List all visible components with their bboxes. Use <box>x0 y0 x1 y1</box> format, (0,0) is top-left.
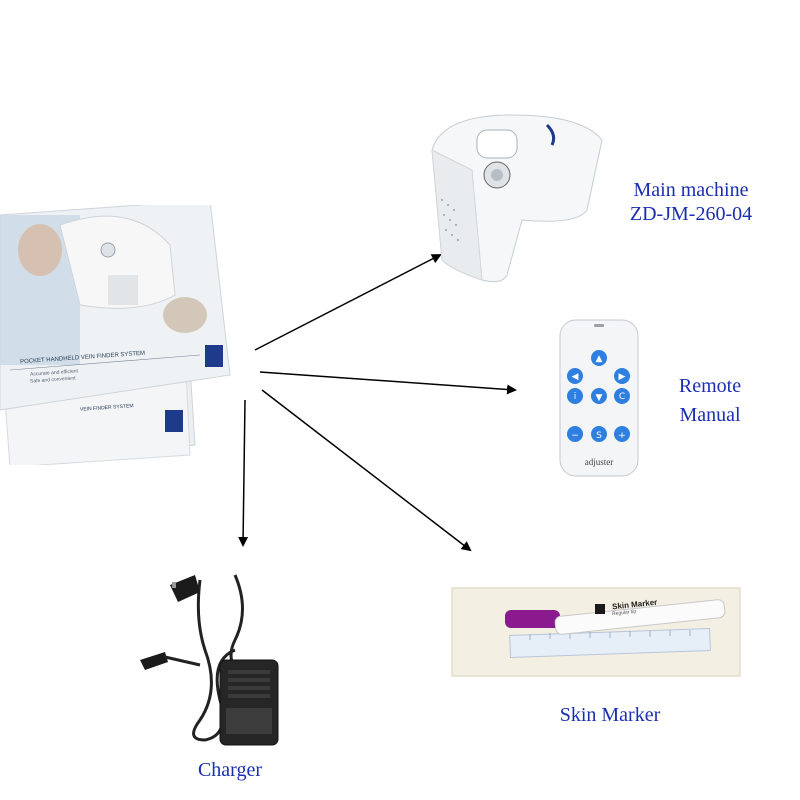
remote-label: Remote Manual <box>660 372 760 430</box>
remote-image: ▲ ◀ ▼ ▶ i C − S + adjuster <box>558 318 640 478</box>
remote-btn-up-icon: ▲ <box>596 354 603 364</box>
remote-btn-left-icon: ◀ <box>572 372 579 382</box>
remote-brand: adjuster <box>584 457 614 467</box>
remote-btn-plus-icon: + <box>618 431 626 441</box>
skin-marker-package <box>451 587 741 677</box>
booklet-illustration <box>0 199 231 468</box>
charger-image <box>140 560 290 755</box>
skin-marker-image: Skin Marker Regular tip <box>450 582 742 682</box>
manual-booklets: POCKET HANDHELD VEIN FINDER SYSTEM Accur… <box>0 199 240 468</box>
main-machine-label-line2: ZD-JM-260-04 <box>629 203 753 225</box>
arrow-to-main-machine <box>254 254 442 351</box>
main-machine-label: Main machine ZD-JM-260-04 <box>616 178 766 226</box>
main-machine-label-line1: Main machine <box>633 179 749 201</box>
skin-marker-label: Skin Marker <box>559 704 661 726</box>
remote-btn-s-icon: S <box>596 431 602 441</box>
main-machine-image <box>412 110 612 285</box>
arrow-to-remote <box>259 371 517 395</box>
arrow-to-skin-marker <box>261 389 472 552</box>
vein-finder-device <box>431 114 603 283</box>
remote-label-line2: Manual <box>679 404 741 426</box>
power-adapter <box>140 574 279 746</box>
arrow-to-charger <box>238 399 249 547</box>
remote-btn-minus-icon: − <box>571 431 579 441</box>
remote-label-line1: Remote <box>678 375 742 397</box>
remote-btn-i-icon: i <box>574 392 577 402</box>
remote-btn-right-icon: ▶ <box>619 372 626 382</box>
remote-control: ▲ ◀ ▼ ▶ i C − S + <box>559 319 639 477</box>
remote-btn-c-icon: C <box>619 392 625 402</box>
remote-btn-down-icon: ▼ <box>596 393 603 403</box>
charger-label: Charger <box>197 759 263 781</box>
